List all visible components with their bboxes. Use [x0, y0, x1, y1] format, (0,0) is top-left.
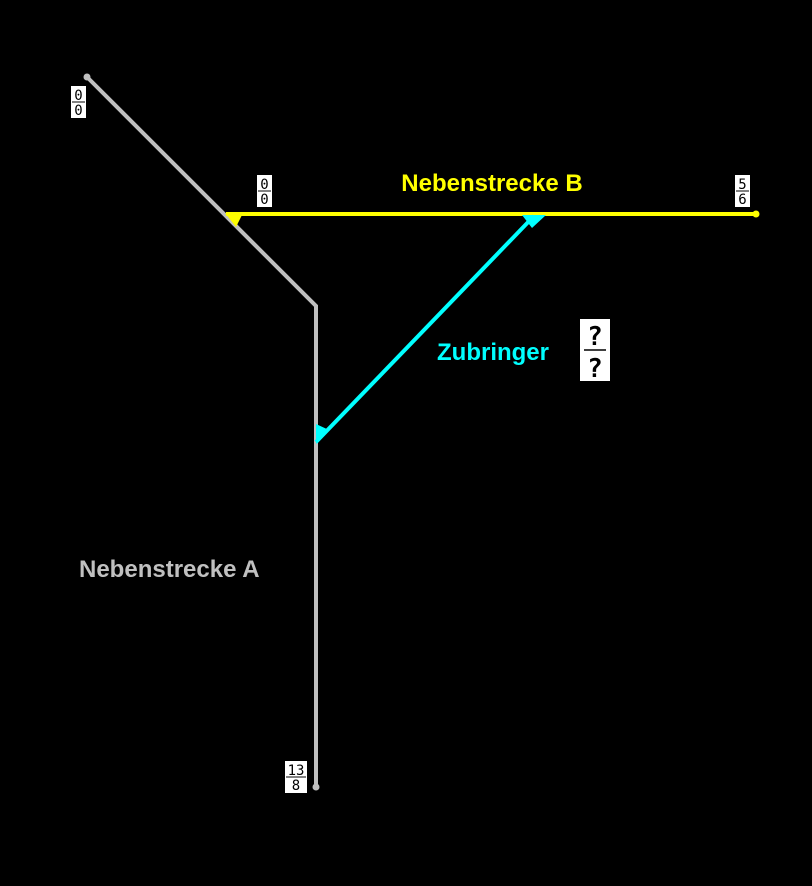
- fraction-numerator: 0: [74, 88, 82, 104]
- feeder-fraction: ? ?: [580, 319, 610, 384]
- line-a-label: Nebenstrecke A: [79, 556, 260, 583]
- feeder-line: [314, 214, 536, 444]
- feeder-junction-arrow-top: [522, 215, 546, 228]
- line-a-start-point: [83, 73, 91, 81]
- line-b-label: Nebenstrecke B: [401, 170, 582, 197]
- fraction-numerator: 13: [288, 763, 305, 779]
- line-a-end-point: [312, 783, 320, 791]
- line-b-end-point: [752, 210, 760, 218]
- fraction-numerator: ?: [587, 322, 603, 352]
- fraction-denominator: 0: [74, 103, 82, 119]
- fraction-denominator: 6: [738, 192, 746, 208]
- fraction-denominator: 0: [260, 192, 268, 208]
- feeder-junction-arrow-bottom: [316, 424, 329, 444]
- fraction-numerator: 5: [738, 177, 746, 193]
- line-a-start-fraction: 0 0: [71, 86, 86, 119]
- feeder-label: Zubringer: [437, 339, 549, 366]
- line-b-junction-arrow: [225, 213, 243, 227]
- fraction-denominator: 8: [292, 778, 300, 794]
- fraction-numerator: 0: [260, 177, 268, 193]
- line-a: [85, 75, 318, 787]
- line-b-start-fraction: 0 0: [257, 175, 272, 208]
- fraction-denominator: ?: [587, 354, 603, 384]
- line-b-end-fraction: 5 6: [735, 175, 750, 208]
- line-a-end-fraction: 13 8: [285, 761, 307, 794]
